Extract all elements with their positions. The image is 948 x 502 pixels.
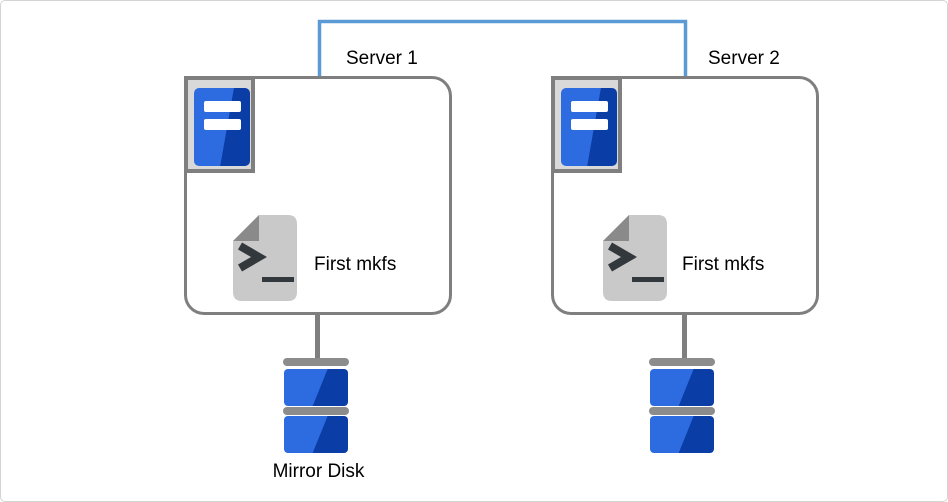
tower-slot-icon [204,119,241,130]
disk-platter-bar [649,407,715,415]
tower-slot-icon [571,101,608,112]
server1-icon-frame [184,76,255,173]
server1-label: Server 1 [346,48,418,69]
server1-disk-connector-line [315,312,320,360]
disk-body [284,416,348,453]
disk-platter-bar [649,358,715,366]
server-tower-icon [194,88,250,166]
tower-slot-icon [204,101,241,112]
disk-platter-bar [283,407,349,415]
server1-script-label: First mkfs [314,254,397,275]
server-tower-icon [561,88,617,166]
server2-disk-connector-line [682,312,687,360]
mirror-disk-icon [649,358,715,453]
mirror-disk-icon [283,358,349,453]
server2-label: Server 2 [708,48,780,69]
server2-script-label: First mkfs [682,254,765,275]
tower-slot-icon [571,119,608,130]
terminal-script-icon [603,215,667,301]
terminal-script-icon [233,215,297,301]
server2-box: First mkfs [551,76,819,315]
server2-icon-frame [551,76,622,173]
mirror-disk-label: Mirror Disk [272,461,365,482]
disk-body [650,416,714,453]
disk-body [650,369,714,406]
disk-body [284,369,348,406]
disk-platter-bar [283,358,349,366]
server1-box: First mkfs [184,76,452,315]
